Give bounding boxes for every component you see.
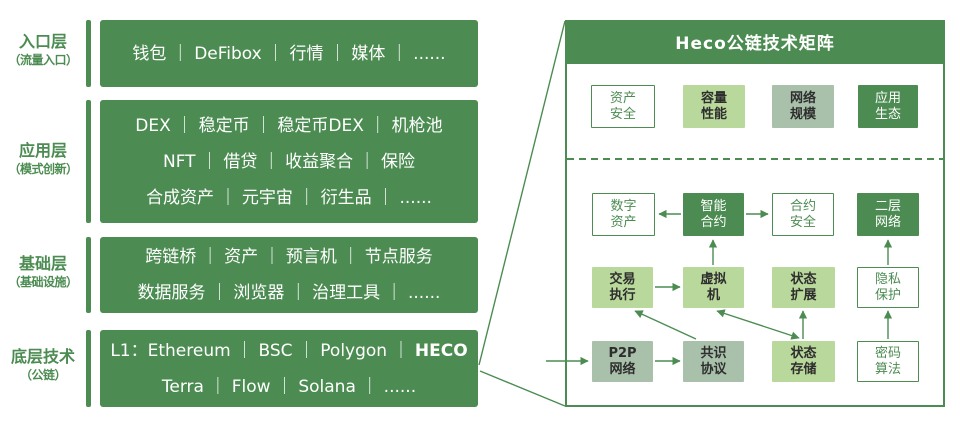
node-line: 合约 (700, 214, 727, 230)
layer-content-line: Terra ｜ Flow ｜ Solana ｜ ...... (161, 376, 417, 397)
layer-title: 应用层 (18, 141, 67, 160)
node-line: 算法 (874, 361, 901, 377)
layer-accent-bar (86, 20, 91, 87)
node-line: 安全 (789, 214, 816, 230)
layer-content-line: 钱包 ｜ DeFibox ｜ 行情 ｜ 媒体 ｜ ...... (132, 43, 446, 64)
node-transaction-execution: 交易 执行 (592, 267, 653, 308)
layer-content-line: NFT ｜ 借贷 ｜ 收益聚合 ｜ 保险 (162, 151, 415, 172)
node-virtual-machine: 虚拟 机 (683, 267, 744, 308)
node-line: 共识 (700, 345, 727, 361)
layer-box-base-tech: L1：Ethereum ｜ BSC ｜ Polygon ｜ HECO Terra… (100, 330, 478, 407)
node-line: 应用 (874, 90, 901, 106)
layer-box-application: DEX ｜ 稳定币 ｜ 稳定币DEX ｜ 机枪池 NFT ｜ 借贷 ｜ 收益聚合… (100, 100, 478, 223)
node-line: 性能 (700, 106, 727, 122)
node-line: P2P (608, 345, 637, 361)
layer-content-line: 合成资产 ｜ 元宇宙 ｜ 衍生品 ｜ ...... (146, 187, 432, 208)
node-line: 合约 (789, 198, 816, 214)
node-asset-security: 资产 安全 (591, 85, 655, 128)
layer-content-line: 跨链桥 ｜ 资产 ｜ 预言机 ｜ 节点服务 (145, 247, 433, 267)
layer-content-line: DEX ｜ 稳定币 ｜ 稳定币DEX ｜ 机枪池 (135, 115, 443, 136)
fan-line-top (478, 20, 566, 366)
layer-accent-bar (86, 237, 91, 313)
layer-subtitle: （流量入口） (8, 53, 78, 67)
node-line: 交易 (609, 271, 636, 287)
node-line: 容量 (700, 90, 727, 106)
node-line: 规模 (789, 106, 816, 122)
node-state-expansion: 状态 扩展 (772, 267, 835, 308)
layer-label-application: 应用层 （模式创新） (0, 141, 86, 177)
layer-label-infrastructure: 基础层 （基础设施） (0, 254, 86, 290)
layer-accent-bar (86, 100, 91, 223)
node-line: 网络 (874, 214, 901, 230)
layer-title: 底层技术 (10, 347, 75, 366)
node-line: 智能 (700, 198, 727, 214)
node-network-scale: 网络 规模 (772, 85, 834, 128)
l1-chains-text: L1：Ethereum ｜ BSC ｜ Polygon ｜ (110, 340, 415, 361)
node-line: 二层 (874, 198, 901, 214)
node-line: 数字 (610, 198, 637, 214)
panel-header: Heco公链技术矩阵 (565, 20, 945, 62)
panel-title: Heco公链技术矩阵 (675, 33, 835, 54)
node-line: 网络 (609, 361, 636, 377)
heco-highlight: HECO (414, 340, 468, 361)
node-layer2-network: 二层 网络 (857, 193, 919, 236)
layer-subtitle: （模式创新） (8, 162, 78, 176)
node-contract-security: 合约 安全 (772, 193, 834, 236)
node-line: 隐私 (874, 271, 901, 287)
node-line: 生态 (874, 106, 901, 122)
layer-title: 入口层 (18, 32, 67, 51)
node-line: 状态 (790, 345, 817, 361)
node-line: 扩展 (790, 287, 817, 303)
layer-subtitle: （公链） (19, 368, 67, 382)
node-line: 状态 (790, 271, 817, 287)
node-line: 存储 (790, 361, 817, 377)
node-state-storage: 状态 存储 (772, 341, 835, 382)
node-line: 资产 (609, 90, 636, 106)
node-line: 机 (706, 287, 720, 303)
layer-label-entry: 入口层 （流量入口） (0, 32, 86, 68)
node-capacity-performance: 容量 性能 (683, 85, 745, 128)
fan-line-bottom (479, 370, 566, 407)
node-line: 网络 (789, 90, 816, 106)
node-line: 安全 (609, 106, 636, 122)
node-line: 协议 (700, 361, 727, 377)
node-consensus-protocol: 共识 协议 (683, 341, 744, 382)
layer-content-line: 数据服务 ｜ 浏览器 ｜ 治理工具 ｜ ...... (137, 283, 441, 303)
layer-title: 基础层 (18, 254, 67, 273)
layer-label-base-tech: 底层技术 （公链） (0, 347, 86, 383)
node-smart-contract: 智能 合约 (683, 193, 744, 236)
node-line: 资产 (610, 214, 637, 230)
node-line: 密码 (874, 345, 901, 361)
node-app-ecosystem: 应用 生态 (858, 85, 918, 128)
node-digital-assets: 数字 资产 (592, 193, 655, 236)
layer-box-infrastructure: 跨链桥 ｜ 资产 ｜ 预言机 ｜ 节点服务 数据服务 ｜ 浏览器 ｜ 治理工具 … (100, 237, 478, 313)
node-line: 保护 (874, 287, 901, 303)
node-line: 执行 (609, 287, 636, 303)
node-line: 虚拟 (700, 271, 727, 287)
layer-content-line: L1：Ethereum ｜ BSC ｜ Polygon ｜ HECO (110, 333, 467, 369)
node-p2p-network: P2P 网络 (592, 341, 653, 382)
node-privacy-protection: 隐私 保护 (857, 267, 919, 308)
layer-box-entry: 钱包 ｜ DeFibox ｜ 行情 ｜ 媒体 ｜ ...... (100, 20, 478, 87)
node-crypto-algorithm: 密码 算法 (857, 341, 919, 382)
layer-subtitle: （基础设施） (8, 275, 78, 289)
layer-accent-bar (86, 330, 91, 407)
